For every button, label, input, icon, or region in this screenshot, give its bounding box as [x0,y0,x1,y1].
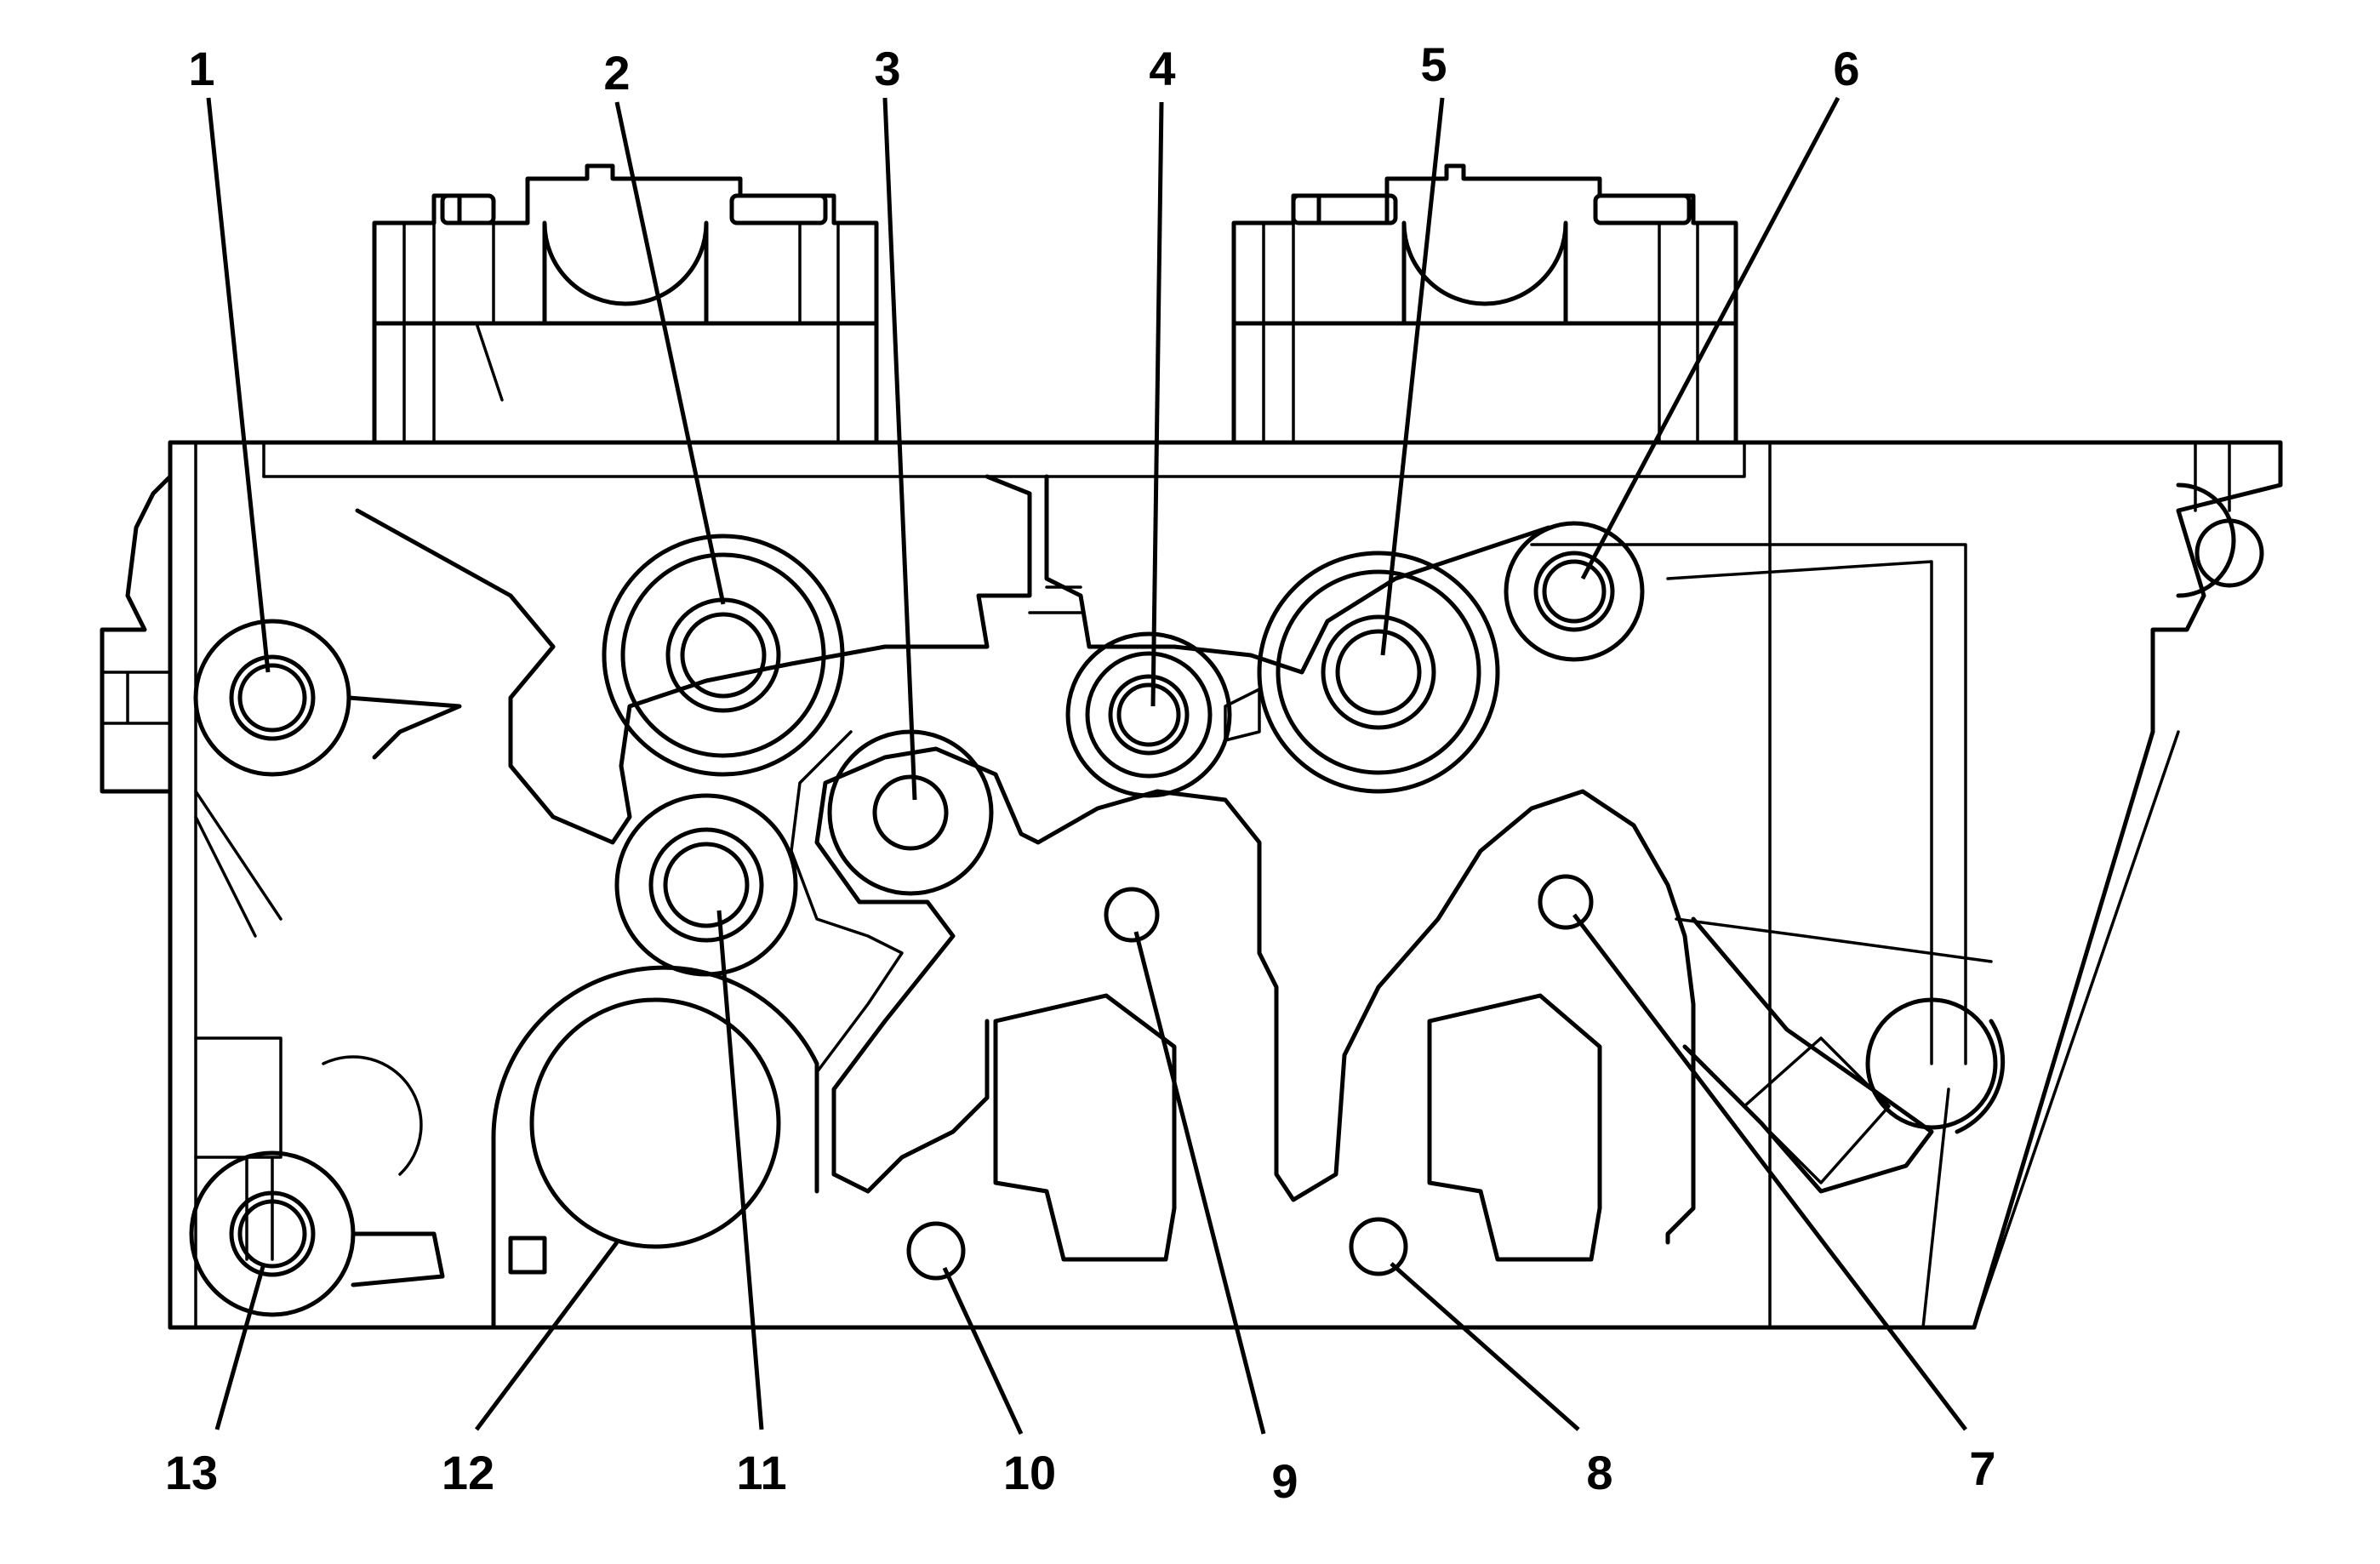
spark-plug-port [1675,916,2006,1194]
bolt-hole-10 [906,1221,966,1281]
leader-7 [1572,913,1967,1431]
leader-8 [1390,1262,1580,1431]
callout-10: 10 [1003,1446,1056,1499]
leader-4 [1150,101,1164,707]
leader-lines [206,96,1967,1436]
callout-5: 5 [1420,37,1447,91]
combustion-chamber-outline [355,474,1696,1262]
bolt-boss-13 [189,1055,445,1317]
leader-10 [942,1266,1024,1436]
callout-9: 9 [1271,1454,1298,1508]
leader-11 [716,910,764,1430]
leader-9 [1133,931,1266,1435]
callout-2: 2 [603,46,630,100]
callout-11: 11 [736,1446,786,1499]
callout-1: 1 [188,42,214,95]
leader-2 [614,101,726,605]
cylinder-head-body [100,440,2283,1330]
bolt-boss-2 [602,534,845,777]
callout-3: 3 [874,42,900,95]
callout-8: 8 [1586,1446,1612,1499]
bolt-boss-3 [827,729,994,896]
callout-13: 13 [165,1446,218,1499]
bolt-hole-7 [1538,874,1594,930]
bolt-boss-11 [614,793,798,977]
leader-6 [1580,96,1841,580]
leader-13 [214,1263,266,1430]
callout-4: 4 [1149,42,1175,95]
bolt-boss-5 [1224,551,1500,794]
callout-7: 7 [1969,1441,1995,1495]
leader-1 [206,97,271,673]
callout-12: 12 [442,1446,494,1499]
callout-labels: 1 2 3 4 5 6 7 8 9 10 11 12 13 [165,37,1996,1508]
bolt-hole-8 [1349,1217,1408,1276]
bolt-boss-1 [193,619,462,777]
leader-12 [475,1241,619,1431]
bolt-boss-4 [1065,631,1232,798]
bolt-hole-9 [1104,887,1160,943]
leader-3 [882,97,917,801]
bolt-boss-6 [1504,521,1645,662]
callout-6: 6 [1833,42,1859,95]
cam-bore-12 [491,965,819,1330]
camshaft-cap-left [372,163,879,445]
camshaft-cap-right [1231,163,1738,445]
leader-5 [1380,97,1445,656]
